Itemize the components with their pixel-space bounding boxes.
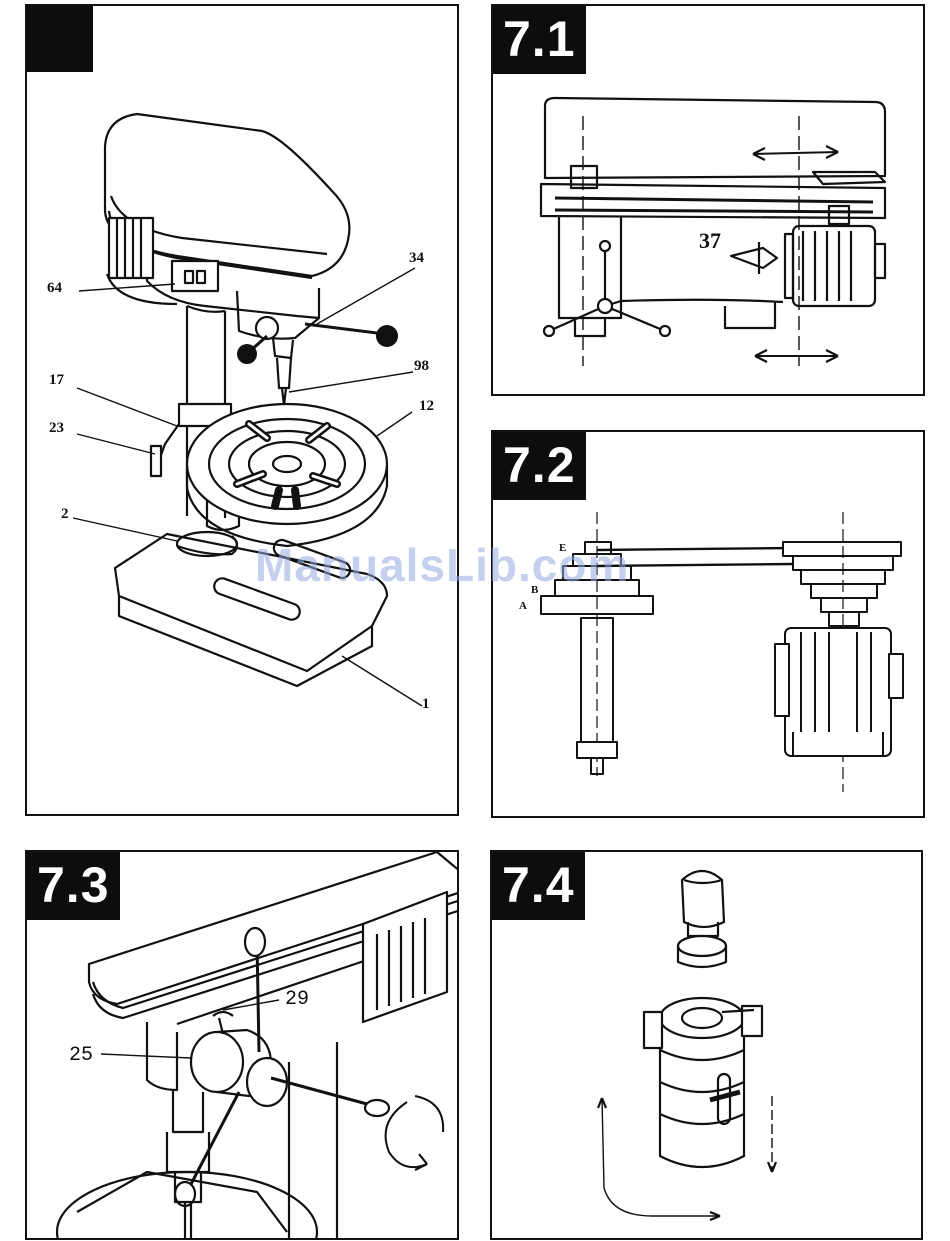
quill-spring-illustration — [492, 852, 923, 1240]
drill-press-illustration — [27, 6, 459, 816]
callout-98: 98 — [414, 358, 429, 375]
callout-A: A — [519, 600, 527, 612]
callout-1: 1 — [422, 696, 430, 713]
callout-37: 37 — [699, 228, 721, 254]
callout-12: 12 — [419, 398, 434, 415]
callout-17: 17 — [49, 372, 64, 389]
panel-7-2: 7.2 — [491, 430, 925, 818]
belt-speed-illustration — [493, 432, 925, 818]
panel-7-4: 7.4 — [490, 850, 923, 1240]
callout-23: 23 — [49, 420, 64, 437]
callout-34: 34 — [409, 250, 424, 267]
callout-2: 2 — [61, 506, 69, 523]
callout-64: 64 — [47, 280, 62, 297]
callout-29: 29 — [285, 988, 309, 1011]
panel-7-3: 7.3 — [25, 850, 459, 1240]
panel-7-1: 7.1 — [491, 4, 925, 396]
watermark: ManualsLib.com — [255, 538, 629, 592]
callout-25: 25 — [69, 1044, 93, 1067]
drill-press-overview-panel: 64 34 98 17 12 23 2 1 — [25, 4, 459, 816]
belt-tension-illustration — [493, 6, 925, 396]
